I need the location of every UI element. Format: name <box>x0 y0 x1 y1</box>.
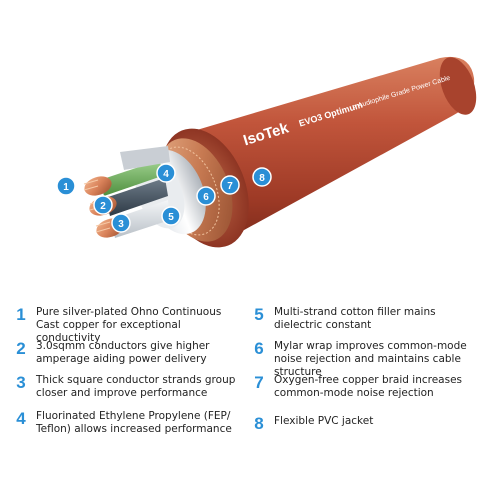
legend-text: Mylar wrap improves common-mode noise re… <box>274 340 467 378</box>
svg-text:8: 8 <box>259 173 265 184</box>
svg-text:6: 6 <box>203 192 209 203</box>
legend-item-4: 4 Fluorinated Ethylene Propylene (FEP/ T… <box>14 410 236 436</box>
legend-item-5: 5 Multi-strand cotton filler mains diele… <box>252 306 474 332</box>
callout-7: 7 <box>220 175 240 195</box>
legend-text: Pure silver-plated Ohno Continuous Cast … <box>36 306 222 344</box>
legend-number: 4 <box>16 409 26 428</box>
feature-legend: 1 Pure silver-plated Ohno Continuous Cas… <box>0 300 480 479</box>
callout-2: 2 <box>93 195 113 215</box>
legend-text: Fluorinated Ethylene Propylene (FEP/ Tef… <box>36 410 232 435</box>
svg-text:5: 5 <box>168 212 174 223</box>
legend-item-3: 3 Thick square conductor strands group c… <box>14 374 236 400</box>
legend-item-8: 8 Flexible PVC jacket <box>252 415 474 433</box>
callout-4: 4 <box>156 163 176 183</box>
callout-3: 3 <box>111 213 131 233</box>
legend-item-7: 7 Oxygen-free copper braid increases com… <box>252 374 474 400</box>
legend-text: 3.0sqmm conductors give higher amperage … <box>36 340 210 365</box>
callout-6: 6 <box>196 186 216 206</box>
cable-illustration: IsoTek EVO3 Optimum > Audiophile Grade P… <box>56 56 477 248</box>
svg-text:7: 7 <box>227 181 233 192</box>
legend-text: Multi-strand cotton filler mains dielect… <box>274 306 436 331</box>
legend-number: 6 <box>254 339 264 358</box>
legend-item-1: 1 Pure silver-plated Ohno Continuous Cas… <box>14 306 236 345</box>
svg-text:4: 4 <box>163 169 169 180</box>
legend-number: 7 <box>254 373 264 392</box>
legend-text: Flexible PVC jacket <box>274 415 374 427</box>
legend-number: 1 <box>16 305 26 324</box>
svg-text:3: 3 <box>118 219 124 230</box>
legend-number: 5 <box>254 305 264 324</box>
svg-text:1: 1 <box>63 182 69 193</box>
legend-item-2: 2 3.0sqmm conductors give higher amperag… <box>14 340 236 366</box>
legend-number: 3 <box>16 373 26 392</box>
legend-number: 2 <box>16 339 26 358</box>
legend-item-6: 6 Mylar wrap improves common-mode noise … <box>252 340 474 379</box>
callout-8: 8 <box>252 167 272 187</box>
legend-text: Oxygen-free copper braid increases commo… <box>274 374 463 399</box>
svg-text:2: 2 <box>100 201 106 212</box>
legend-text: Thick square conductor strands group clo… <box>36 374 236 399</box>
legend-number: 8 <box>254 414 264 433</box>
callout-5: 5 <box>161 206 181 226</box>
callout-1: 1 <box>56 176 76 196</box>
